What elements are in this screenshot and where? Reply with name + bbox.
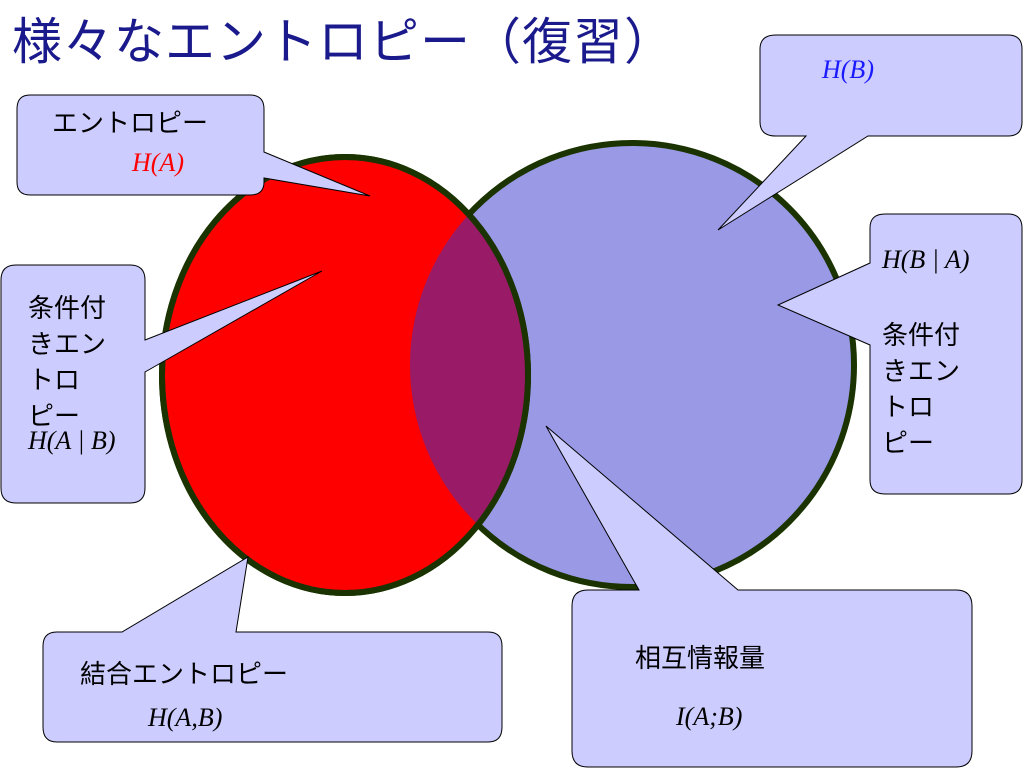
mutual-formula: I(A;B): [676, 702, 743, 731]
joint-formula: H(A,B): [148, 703, 223, 732]
callout-joint: [42, 556, 503, 743]
entropy-a-formula: H(A): [132, 148, 184, 177]
cond-a-line-2: きエン: [28, 330, 107, 360]
cond-b-line-1: 条件付: [882, 321, 961, 351]
cond-a-given-b-formula: H(A | B): [28, 426, 116, 455]
cond-a-line-1: 条件付: [28, 294, 107, 324]
circle-a-outline: [159, 154, 531, 596]
callout-entropy-b: [717, 34, 1023, 231]
cond-a-given-b-label: 条件付 きエン トロ ピー: [28, 291, 138, 435]
cond-b-given-a-label: 条件付 きエン トロ ピー: [882, 318, 992, 462]
entropy-a-label: エントロピー: [52, 109, 209, 139]
entropy-b-formula: H(B): [822, 55, 874, 84]
cond-a-line-3: トロ: [28, 366, 81, 396]
cond-b-line-2: きエン: [882, 357, 961, 387]
joint-label: 結合エントロピー: [80, 660, 289, 690]
page-title: 様々なエントロピー（復習）: [12, 13, 675, 71]
callout-mutual: [545, 425, 973, 768]
cond-b-line-4: ピー: [882, 429, 935, 459]
callout-cond-a-given-b: [0, 264, 323, 504]
callout-cond-b-given-a: [776, 213, 1023, 495]
callout-entropy-a: [16, 94, 371, 197]
mutual-label: 相互情報量: [635, 644, 766, 674]
cond-b-line-3: トロ: [882, 393, 935, 423]
cond-b-given-a-formula: H(B | A): [882, 245, 970, 274]
cond-a-line-4: ピー: [28, 402, 81, 432]
